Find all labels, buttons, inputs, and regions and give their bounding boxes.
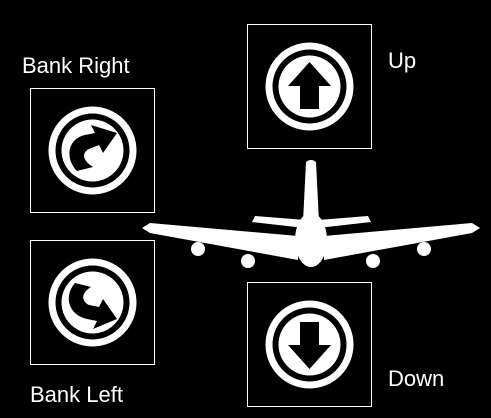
- curved-arrow-down-right-icon: [31, 241, 154, 364]
- up-button[interactable]: [247, 24, 372, 149]
- curved-arrow-up-right-icon: [31, 89, 154, 212]
- bank-left-button[interactable]: [30, 240, 155, 365]
- up-label: Up: [388, 50, 416, 72]
- down-button[interactable]: [247, 282, 372, 407]
- down-label: Down: [388, 368, 444, 390]
- arrow-down-icon: [248, 283, 371, 406]
- bank-right-label: Bank Right: [22, 55, 130, 77]
- arrow-up-icon: [248, 25, 371, 148]
- bank-left-label: Bank Left: [30, 384, 123, 406]
- bank-right-button[interactable]: [30, 88, 155, 213]
